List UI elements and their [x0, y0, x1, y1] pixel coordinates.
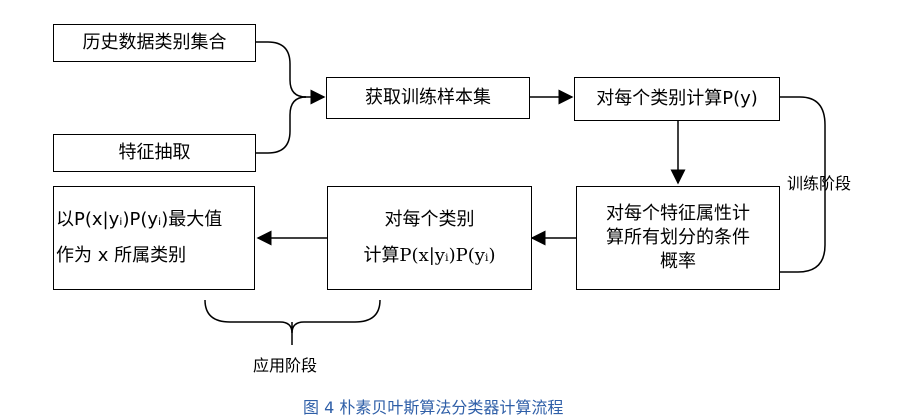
training-sample-label: 获取训练样本集 [365, 86, 491, 108]
training-phase-label: 训练阶段 [787, 174, 852, 193]
merge-brace-bottom [255, 96, 307, 154]
classification-result-line-2: 作为 x 所属类别 [56, 245, 187, 266]
application-phase-label: 应用阶段 [253, 356, 318, 375]
class-prior-label: 对每个类别计算P(y) [596, 87, 758, 109]
training-sample-box: 获取训练样本集 [326, 77, 530, 119]
merge-brace-top [255, 41, 307, 98]
conditional-probability-box: 对每个特征属性计 算所有划分的条件 概率 [576, 186, 780, 290]
history-data-box: 历史数据类别集合 [53, 24, 256, 62]
figure-caption: 图 4 朴素贝叶斯算法分类器计算流程 [303, 398, 564, 417]
classification-result-line-1: 以P(x|yᵢ)P(yᵢ)最大值 [56, 208, 223, 230]
class-prior-box: 对每个类别计算P(y) [574, 77, 780, 121]
train-phase-bracket [780, 96, 826, 273]
posterior-compute-box: 对每个类别 计算P(x|yᵢ)P(yᵢ) [327, 186, 532, 290]
feature-extraction-label: 特征抽取 [118, 141, 191, 163]
posterior-compute-line-1: 对每个类别 [384, 208, 475, 230]
conditional-probability-line-1: 对每个特征属性计 [606, 202, 750, 224]
posterior-compute-line-2: 计算P(x|yᵢ)P(yᵢ) [363, 245, 496, 266]
classification-result-box: 以P(x|yᵢ)P(yᵢ)最大值 作为 x 所属类别 [53, 186, 255, 290]
conditional-probability-line-2: 算所有划分的条件 [606, 226, 750, 248]
feature-extraction-box: 特征抽取 [53, 134, 256, 172]
history-data-label: 历史数据类别集合 [82, 31, 227, 53]
conditional-probability-line-3: 概率 [660, 251, 696, 273]
